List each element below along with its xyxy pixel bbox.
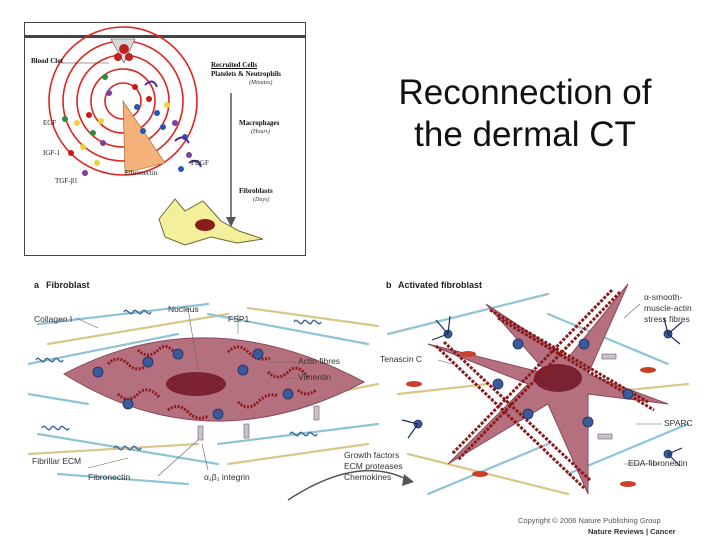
chemokines-label: Chemokines [344, 472, 392, 482]
tenascin-arms [401, 315, 683, 467]
days-label: (Days) [253, 197, 270, 203]
platelets-neutrophils-label: Platelets & Neutrophils [211, 70, 281, 78]
panel-b-letter: b [386, 280, 392, 290]
fsp1-label: FSP1 [228, 314, 250, 324]
sma-label-3: stress fibres [644, 314, 690, 324]
slide-title: Reconnection of the dermal CT [360, 72, 690, 156]
fibroblasts-label: Fibroblasts [239, 187, 273, 195]
wound-healing-illustration [25, 26, 305, 246]
sparc-capsules [406, 351, 656, 487]
activated-fibroblast-nucleus [534, 364, 582, 392]
nucleus-label: Nucleus [168, 304, 199, 314]
slide-title-line-1: Reconnection of [398, 73, 652, 112]
sma-label-1: α-smooth- [644, 292, 683, 302]
pdgf-label: PDGF [191, 159, 209, 167]
collagen-label: Collagen I [34, 314, 73, 324]
recruited-cells-label: Recruited Cells [211, 61, 258, 69]
integrin-label: α₁β₁ integrin [204, 472, 250, 482]
wound-healing-figure: Blood Clot Recruited Cells Platelets & N… [24, 22, 306, 256]
fibronectin-label: Fibronectin [125, 169, 158, 177]
panel-a-fibres [26, 302, 380, 486]
copyright-line: Copyright © 2006 Nature Publishing Group [518, 516, 661, 525]
integrin-receptors-b [597, 353, 617, 440]
eda-fibronectin-label: EDA-fibronectin [628, 458, 688, 468]
vimentin-label: Vimentin [298, 372, 331, 382]
tenascin-label: Tenascin C [380, 354, 423, 364]
panel-b-title: Activated fibroblast [398, 280, 483, 290]
tgfb1-label: TGF-β1 [55, 177, 78, 185]
macrophages-label: Macrophages [239, 119, 280, 127]
vesicles-a [92, 348, 294, 420]
blood-clot-label: Blood Clot [31, 57, 64, 65]
minutes-label: (Minutes) [249, 80, 273, 86]
hours-label: (Hours) [251, 129, 270, 135]
receptor-curls [144, 80, 202, 168]
panel-b-fibres [386, 292, 690, 496]
egf-label: EGF [43, 119, 57, 127]
sparc-label: SPARC [664, 418, 693, 428]
growth-factor-dots [62, 74, 192, 176]
leader-lines [75, 303, 662, 477]
fibroblast-nucleus-a [166, 372, 226, 396]
fibroblast-illustration [26, 283, 690, 501]
panel-a-title: Fibroblast [46, 280, 90, 290]
chemotactic-gradient-rings [48, 26, 198, 176]
fibronectin-coils-a [35, 309, 322, 451]
panel-a-letter: a [34, 280, 40, 290]
activation-arrow [287, 469, 409, 501]
fibroblast-nucleus [195, 219, 215, 231]
ecm-proteases-label: ECM proteases [344, 461, 403, 471]
fibronectin-label-b: Fibronectin [88, 472, 131, 482]
slide-title-line-2: the dermal CT [414, 115, 636, 154]
journal-credit: Nature Reviews | Cancer [588, 527, 676, 536]
sma-label-2: muscle-actin [644, 303, 692, 313]
fibroblast-comparison-figure: a Fibroblast b Activated fibroblast Coll… [26, 274, 700, 536]
igf1-label: IGF-1 [43, 149, 61, 157]
growth-factors-label: Growth factors [344, 450, 400, 460]
actin-fibres-a [106, 344, 317, 420]
fibrillar-ecm-label: Fibrillar ECM [32, 456, 82, 466]
actin-fibres-label: Actin fibres [298, 356, 341, 366]
integrin-receptors-a [197, 405, 320, 441]
